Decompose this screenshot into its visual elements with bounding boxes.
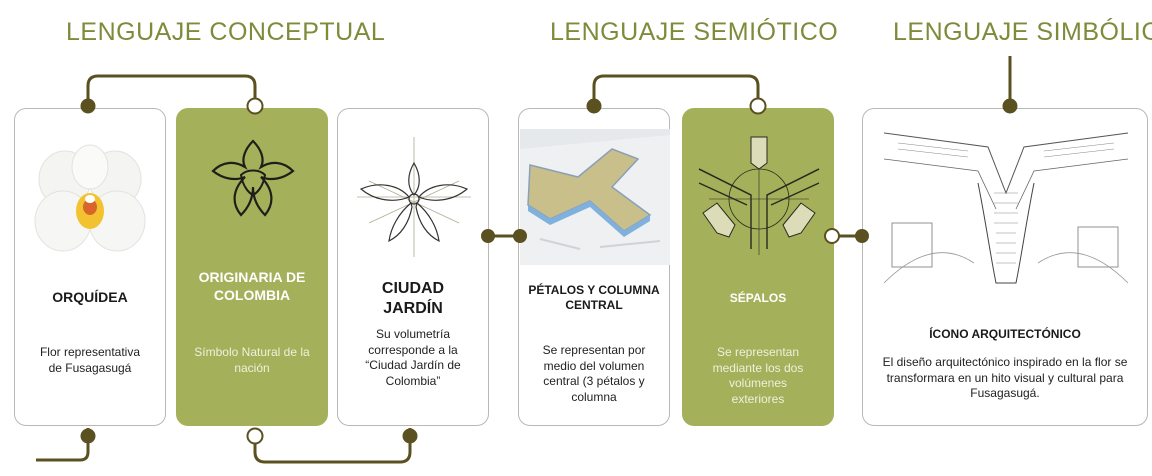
card-ciudad-jardin: CIUDAD JARDÍN Su volumetría corresponde … (337, 108, 489, 426)
card-title-sepalos: SÉPALOS (729, 291, 787, 305)
node-open (246, 97, 264, 115)
heading-lenguaje-simbolico: LENGUAJE SIMBÓLICO (893, 18, 1152, 46)
node-dark (80, 428, 96, 444)
node-dark (513, 229, 527, 243)
connector-nodes (80, 97, 1018, 445)
node-dark (80, 98, 96, 114)
node-dark (1002, 98, 1018, 114)
orchid-photo-icon (34, 144, 146, 252)
sepals-plan-icon (698, 136, 820, 255)
card-desc-ciudad-jardin: Su volumetría corresponde a la “Ciudad J… (365, 327, 461, 388)
card-title-orquidea: ORQUÍDEA (52, 289, 128, 305)
orchid-geometry-icon (357, 137, 471, 257)
architectural-plan-icon (878, 123, 1134, 293)
card-orquidea: ORQUÍDEA Flor representativa de Fusagasu… (14, 108, 166, 426)
heading-lenguaje-conceptual: LENGUAJE CONCEPTUAL (66, 18, 386, 46)
card-title-originaria: ORIGINARIA DE COLOMBIA (198, 269, 306, 303)
node-dark (402, 428, 418, 444)
card-icono-arquitectonico: ÍCONO ARQUITECTÓNICO El diseño arquitect… (862, 108, 1148, 426)
heading-lenguaje-semiotico: LENGUAJE SEMIÓTICO (550, 18, 839, 46)
node-dark (855, 229, 869, 243)
card-desc-icono: El diseño arquitectónico inspirado en la… (882, 355, 1128, 401)
node-dark (481, 229, 495, 243)
card-title-icono: ÍCONO ARQUITECTÓNICO (929, 327, 1081, 341)
card-originaria-de-colombia: ORIGINARIA DE COLOMBIA Símbolo Natural d… (176, 108, 328, 426)
node-dark (586, 98, 602, 114)
card-petalos-columna: PÉTALOS Y COLUMNA CENTRAL Se representan… (518, 108, 670, 426)
node-open (824, 228, 840, 244)
card-desc-originaria: Símbolo Natural de la nación (194, 345, 310, 375)
orchid-outline-icon (211, 139, 295, 217)
node-open (749, 97, 767, 115)
card-title-petalos: PÉTALOS Y COLUMNA CENTRAL (528, 283, 660, 312)
node-open (246, 427, 264, 445)
card-title-ciudad-jardin: CIUDAD JARDÍN (381, 280, 445, 317)
card-desc-orquidea: Flor representativa de Fusagasugá (39, 345, 141, 375)
building-render-icon (520, 129, 670, 265)
card-desc-sepalos: Se representan mediante los dos volúmene… (712, 345, 804, 406)
card-desc-petalos: Se representan por medio del volumen cen… (542, 343, 646, 404)
